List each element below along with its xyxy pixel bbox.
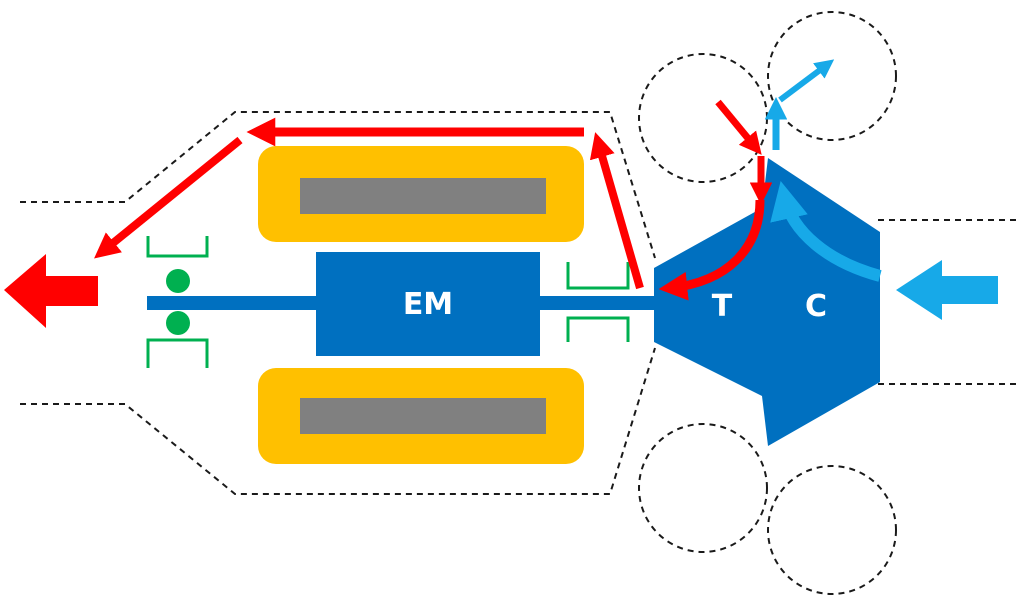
compressor-volute-top [767, 11, 897, 141]
bearing-ball-top [166, 269, 190, 293]
turbine-volute-top [638, 53, 768, 183]
cold-inlet-arrow [896, 260, 998, 320]
compressor-volute-bottom [767, 465, 897, 595]
housing-outline [20, 111, 1020, 495]
bearing-right [566, 262, 630, 342]
bearing-left [146, 236, 209, 368]
turbine-label: T [712, 289, 733, 324]
hot-exhaust-arrow [4, 254, 98, 328]
stator-winding-top [258, 146, 584, 242]
turbo-wheel [654, 158, 880, 446]
motor-label: EM [403, 287, 453, 322]
hot-diagonal-arrow [94, 136, 243, 259]
hot-rise-arrow [589, 132, 644, 290]
cold-outlet-arrow [778, 59, 835, 103]
motor-rotor [316, 252, 540, 356]
turbine-volute-bottom [638, 423, 768, 553]
cold-compressor-curve-arrow [770, 181, 882, 282]
compressor-label: C [805, 289, 827, 324]
hot-flow-path [4, 99, 773, 328]
cold-flow-path [764, 59, 998, 320]
stator-core-bottom [300, 398, 546, 434]
stator-winding-bottom [258, 368, 584, 464]
stator-core-top [300, 178, 546, 214]
hot-inlet-arrow [715, 99, 762, 155]
bearing-ball-bottom [166, 311, 190, 335]
hot-turbine-curve-arrow [658, 199, 765, 301]
